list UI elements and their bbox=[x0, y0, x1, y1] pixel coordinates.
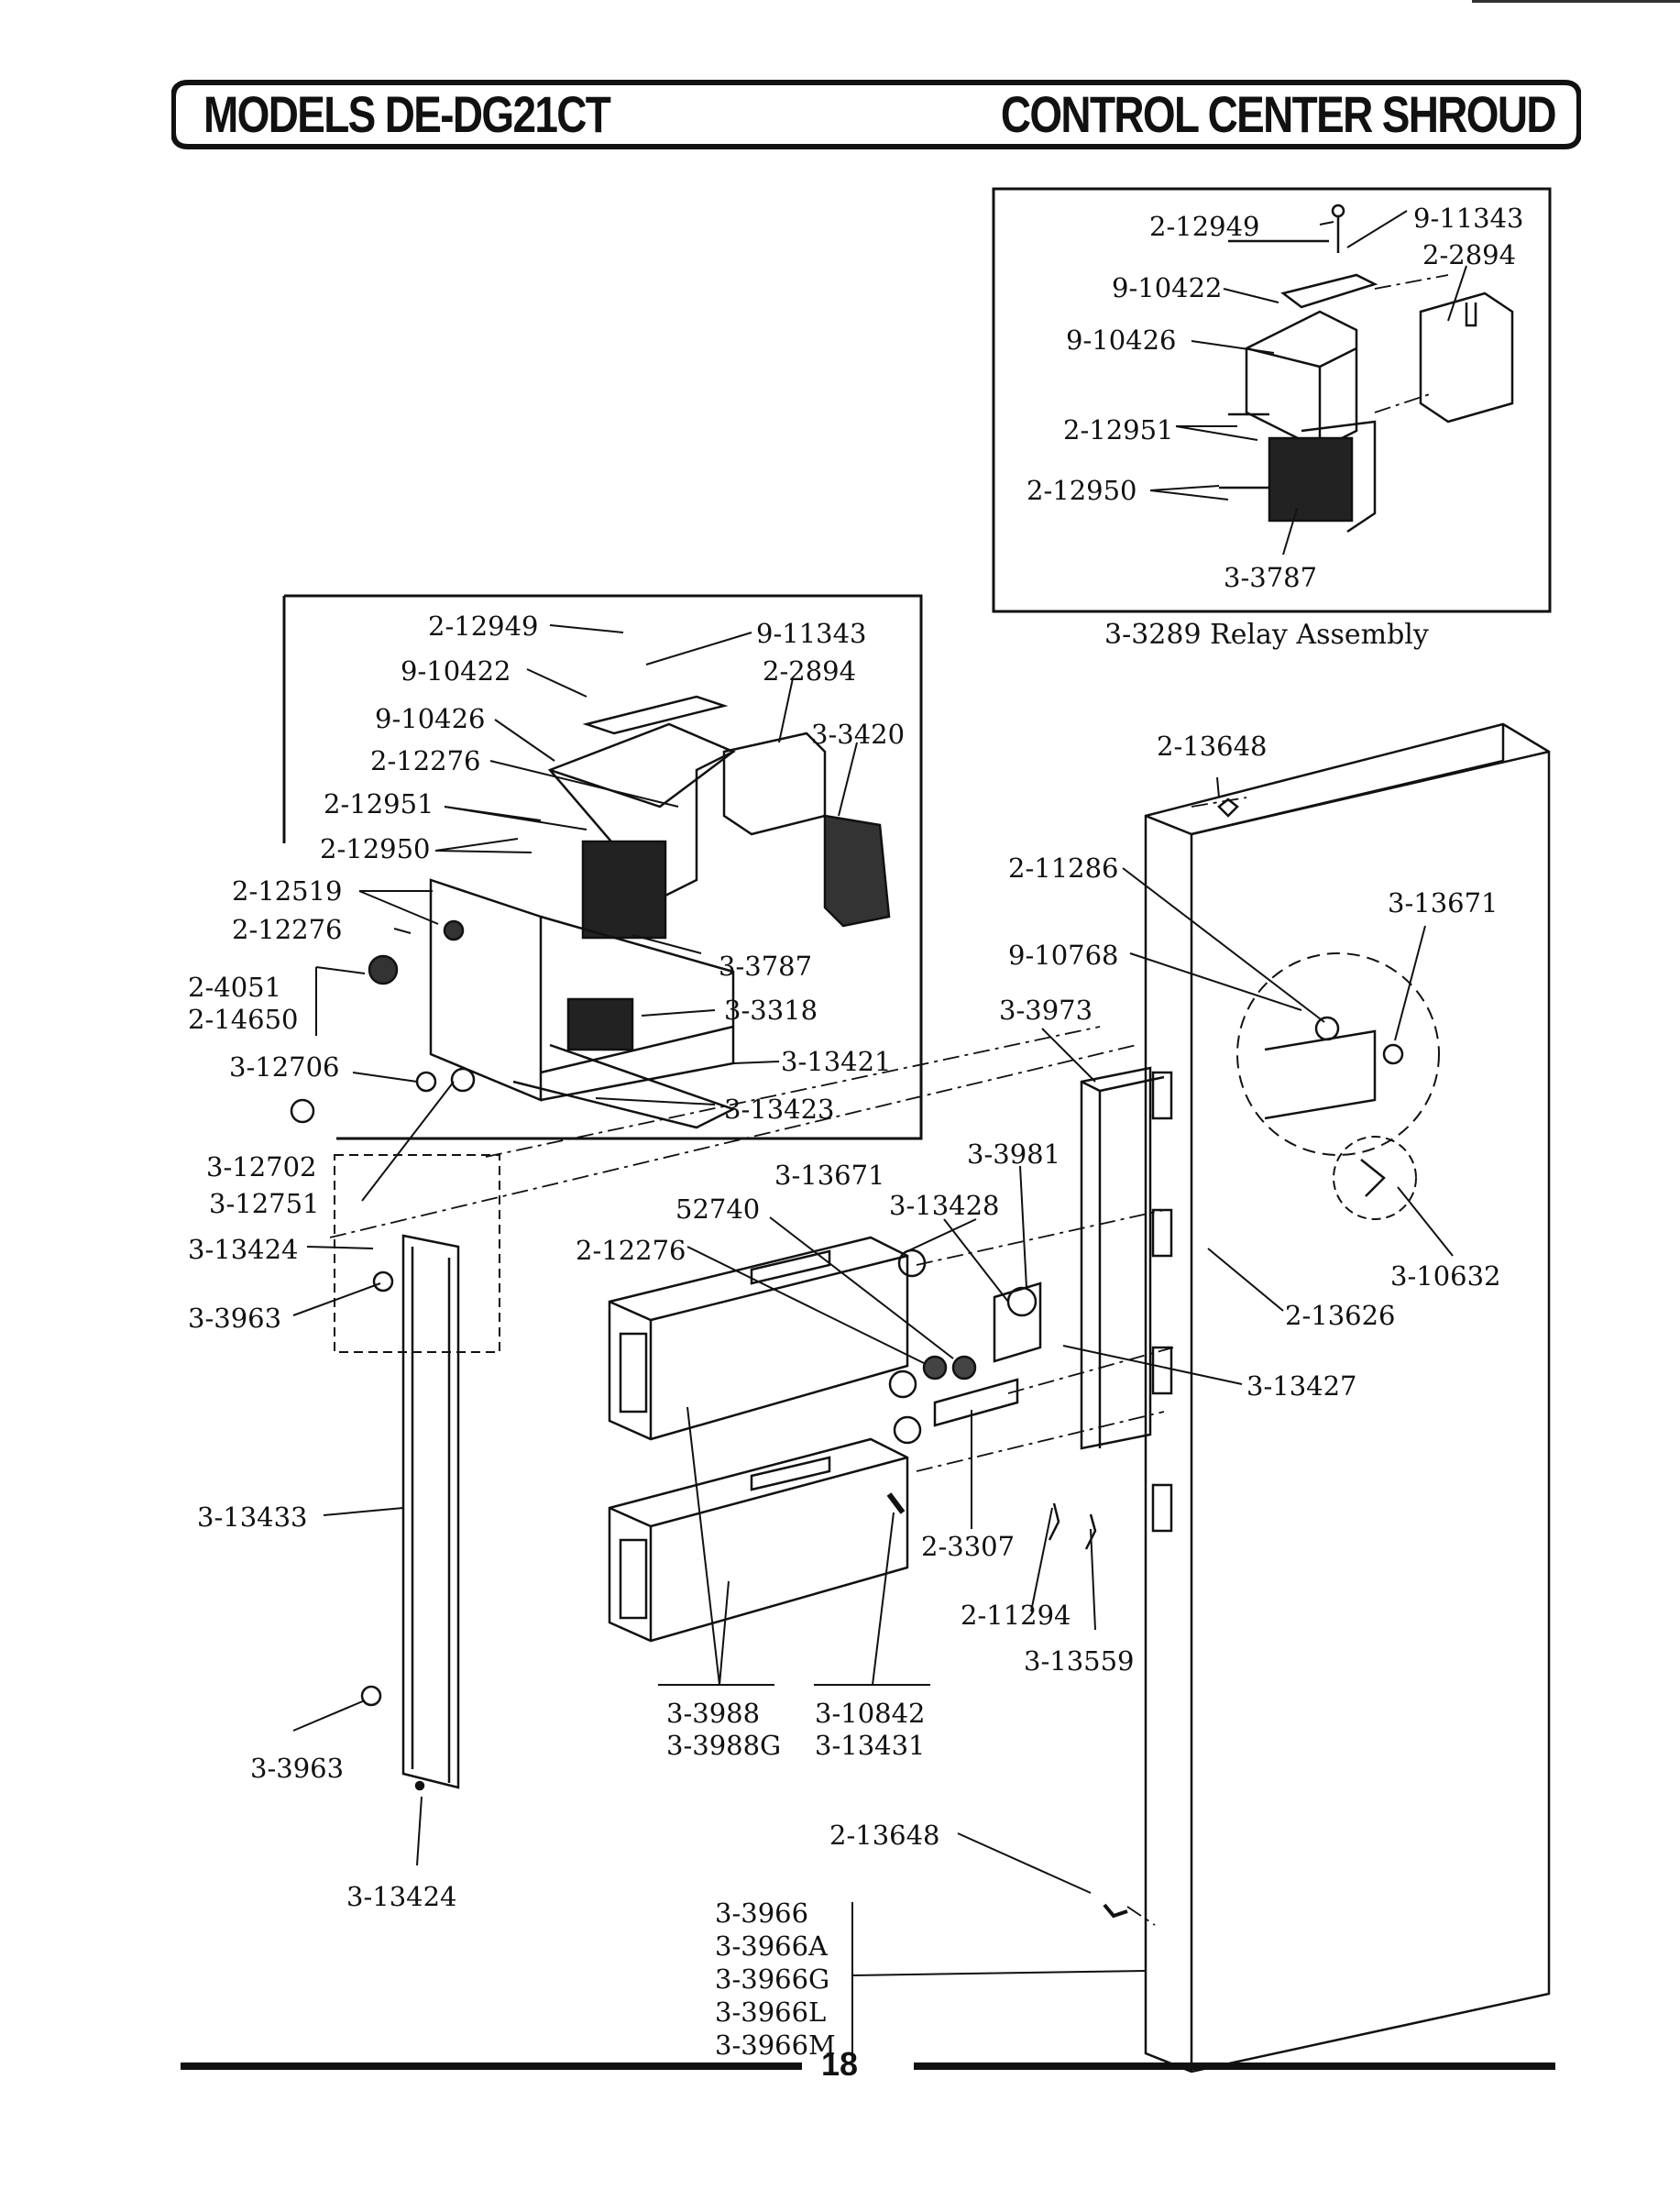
label-52740: 52740 bbox=[675, 1194, 761, 1225]
label-3-3966A: 3-3966A bbox=[715, 1930, 828, 1962]
footer-rule-left bbox=[181, 2062, 802, 2070]
relay-label-9-10426: 9-10426 bbox=[1066, 324, 1177, 356]
relay-label-9-11343: 9-11343 bbox=[1413, 203, 1524, 234]
page-number: 18 bbox=[821, 2045, 859, 2083]
label-3-10632: 3-10632 bbox=[1390, 1260, 1501, 1292]
section-title: CONTROL CENTER SHROUD bbox=[1000, 85, 1557, 143]
label-2-13648: 2-13648 bbox=[1157, 731, 1268, 762]
main-label-2-2894: 2-2894 bbox=[763, 655, 857, 687]
main-label-2-4051: 2-4051 bbox=[188, 972, 282, 1003]
label-2-3307: 2-3307 bbox=[921, 1531, 1016, 1562]
label-3-3988G: 3-3988G bbox=[666, 1730, 782, 1761]
label-3-12751: 3-12751 bbox=[209, 1188, 320, 1219]
relay-label-2-12950: 2-12950 bbox=[1027, 475, 1137, 506]
label-3-13428: 3-13428 bbox=[889, 1190, 1000, 1221]
label-3-3966M: 3-3966M bbox=[715, 2030, 836, 2061]
header-bracket bbox=[171, 80, 1581, 149]
label-3-3963-b: 3-3963 bbox=[250, 1753, 345, 1784]
main-label-2-14650: 2-14650 bbox=[188, 1004, 299, 1035]
relay-label-3-3787: 3-3787 bbox=[1224, 562, 1318, 593]
relay-inset-parts bbox=[1219, 204, 1514, 534]
leader-lines bbox=[292, 210, 1467, 2062]
label-3-12702: 3-12702 bbox=[206, 1151, 317, 1182]
main-label-2-12949: 2-12949 bbox=[428, 610, 539, 642]
label-2-12276-c: 2-12276 bbox=[576, 1235, 686, 1266]
label-3-3963: 3-3963 bbox=[188, 1303, 282, 1334]
label-2-11286: 2-11286 bbox=[1008, 852, 1119, 884]
relay-assembly-caption: 3-3289 Relay Assembly bbox=[1104, 619, 1429, 651]
relay-label-2-2894: 2-2894 bbox=[1422, 239, 1517, 270]
label-3-13559: 3-13559 bbox=[1024, 1645, 1135, 1677]
label-2-13648-b: 2-13648 bbox=[829, 1820, 940, 1851]
label-9-10768: 9-10768 bbox=[1008, 940, 1119, 971]
label-3-3966G: 3-3966G bbox=[715, 1964, 830, 1995]
top-edge-rule bbox=[1472, 0, 1680, 3]
label-3-10842: 3-10842 bbox=[815, 1698, 926, 1729]
label-3-3988: 3-3988 bbox=[666, 1698, 761, 1729]
main-label-9-11343: 9-11343 bbox=[756, 618, 867, 649]
label-3-13431: 3-13431 bbox=[815, 1730, 926, 1761]
main-label-9-10422: 9-10422 bbox=[401, 655, 511, 687]
label-2-13626: 2-13626 bbox=[1285, 1300, 1396, 1331]
channel-blocks bbox=[608, 1236, 909, 1643]
alignment-lines bbox=[329, 274, 1449, 1926]
main-label-3-3318: 3-3318 bbox=[724, 995, 818, 1026]
relay-inset-frame bbox=[992, 187, 1552, 613]
label-3-3966L: 3-3966L bbox=[715, 1996, 827, 2028]
relay-label-2-12949: 2-12949 bbox=[1149, 211, 1260, 242]
main-label-2-12276-b: 2-12276 bbox=[232, 914, 343, 945]
label-3-3966: 3-3966 bbox=[715, 1898, 809, 1929]
footer-rule-right bbox=[914, 2062, 1555, 2070]
main-label-3-3787: 3-3787 bbox=[719, 951, 813, 982]
main-label-9-10426: 9-10426 bbox=[375, 703, 486, 734]
relay-label-9-10422: 9-10422 bbox=[1112, 272, 1223, 303]
main-label-2-12276: 2-12276 bbox=[370, 745, 481, 776]
main-label-3-12706: 3-12706 bbox=[229, 1051, 340, 1083]
main-label-3-13423: 3-13423 bbox=[724, 1094, 835, 1125]
label-3-3981: 3-3981 bbox=[967, 1138, 1061, 1170]
main-inset-parts bbox=[290, 695, 891, 1129]
label-2-11294: 2-11294 bbox=[961, 1600, 1071, 1631]
main-inset-frame bbox=[284, 594, 923, 1140]
relay-label-2-12951: 2-12951 bbox=[1063, 414, 1174, 446]
label-3-13424-b: 3-13424 bbox=[346, 1881, 457, 1912]
label-3-13671: 3-13671 bbox=[1388, 887, 1499, 918]
label-3-13424: 3-13424 bbox=[188, 1234, 299, 1265]
label-3-13427: 3-13427 bbox=[1246, 1370, 1357, 1402]
main-label-2-12519: 2-12519 bbox=[232, 875, 343, 907]
label-3-3973: 3-3973 bbox=[999, 995, 1093, 1026]
main-label-2-12951: 2-12951 bbox=[324, 788, 434, 820]
main-label-3-13421: 3-13421 bbox=[781, 1046, 892, 1077]
main-label-3-3420: 3-3420 bbox=[811, 719, 906, 750]
shroud-panel bbox=[1080, 722, 1551, 2074]
label-3-13671-b: 3-13671 bbox=[774, 1160, 885, 1191]
bracket-3-13433 bbox=[334, 1154, 500, 1791]
models-title: MODELS DE-DG21CT bbox=[203, 85, 611, 143]
label-3-13433: 3-13433 bbox=[197, 1502, 308, 1533]
main-label-2-12950: 2-12950 bbox=[320, 833, 431, 864]
